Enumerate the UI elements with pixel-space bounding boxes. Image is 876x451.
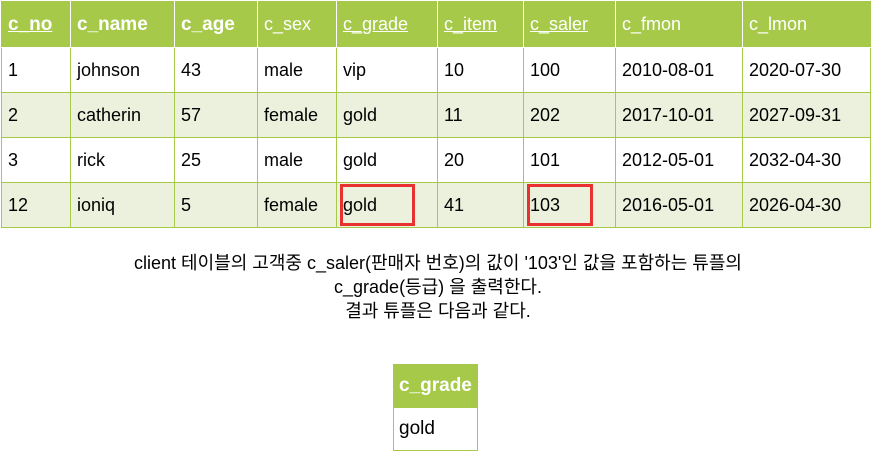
table-row: 12 ioniq 5 female gold 41 103 2016-05-01… — [1, 182, 871, 228]
column-header-c_fmon: c_fmon — [615, 1, 743, 48]
description-line: 결과 튜플은 다음과 같다. — [345, 301, 531, 321]
column-header-c_lmon: c_lmon — [742, 1, 871, 48]
table-cell: 12 — [1, 182, 71, 228]
table-cell: 43 — [174, 47, 258, 93]
table-cell: 20 — [437, 137, 524, 183]
highlighted-saler-cell: 103 — [523, 182, 616, 228]
table-cell: vip — [336, 47, 438, 93]
table-cell: 2027-09-31 — [742, 92, 871, 138]
table-cell: gold — [336, 92, 438, 138]
table-cell: 2032-04-30 — [742, 137, 871, 183]
result-header-row: c_grade — [393, 364, 478, 408]
table-cell: 57 — [174, 92, 258, 138]
table-cell: 2010-08-01 — [615, 47, 743, 93]
table-cell: 3 — [1, 137, 71, 183]
table-cell: 2 — [1, 92, 71, 138]
column-header-c_no: c_no — [1, 1, 71, 48]
table-cell: 11 — [437, 92, 524, 138]
description-line: c_grade(등급) 을 출력한다. — [334, 277, 542, 297]
result-table: c_grade gold — [393, 364, 478, 451]
highlighted-grade-cell: gold — [336, 182, 438, 228]
table-cell: 2012-05-01 — [615, 137, 743, 183]
column-header-c_sex: c_sex — [257, 1, 337, 48]
table-cell: 10 — [437, 47, 524, 93]
table-cell: catherin — [70, 92, 175, 138]
table-cell: 25 — [174, 137, 258, 183]
table-cell: ioniq — [70, 182, 175, 228]
table-cell: 2017-10-01 — [615, 92, 743, 138]
table-cell: 1 — [1, 47, 71, 93]
table-cell: johnson — [70, 47, 175, 93]
client-table: c_no c_name c_age c_sex c_grade c_item c… — [1, 1, 871, 228]
table-cell: 41 — [437, 182, 524, 228]
table-cell: male — [257, 47, 337, 93]
table-cell: gold — [336, 137, 438, 183]
table-cell: 2026-04-30 — [742, 182, 871, 228]
column-header-c_saler: c_saler — [523, 1, 616, 48]
table-cell: male — [257, 137, 337, 183]
table-cell: 100 — [523, 47, 616, 93]
table-row: 2 catherin 57 female gold 11 202 2017-10… — [1, 92, 871, 138]
table-cell: 2016-05-01 — [615, 182, 743, 228]
table-cell: female — [257, 182, 337, 228]
result-cell: gold — [393, 407, 478, 451]
table-cell: rick — [70, 137, 175, 183]
table-header-row: c_no c_name c_age c_sex c_grade c_item c… — [1, 1, 871, 48]
description-line: client 테이블의 고객중 c_saler(판매자 번호)의 값이 '103… — [134, 253, 742, 273]
table-cell: 2020-07-30 — [742, 47, 871, 93]
query-description: client 테이블의 고객중 c_saler(판매자 번호)의 값이 '103… — [0, 251, 876, 323]
column-header-c_item: c_item — [437, 1, 524, 48]
table-cell: 5 — [174, 182, 258, 228]
column-header-c_name: c_name — [70, 1, 175, 48]
table-cell: female — [257, 92, 337, 138]
result-row: gold — [393, 407, 478, 451]
table-cell: 202 — [523, 92, 616, 138]
column-header-c_age: c_age — [174, 1, 258, 48]
result-column-header: c_grade — [393, 364, 478, 408]
table-cell: 101 — [523, 137, 616, 183]
table-row: 3 rick 25 male gold 20 101 2012-05-01 20… — [1, 137, 871, 183]
table-row: 1 johnson 43 male vip 10 100 2010-08-01 … — [1, 47, 871, 93]
column-header-c_grade: c_grade — [336, 1, 438, 48]
